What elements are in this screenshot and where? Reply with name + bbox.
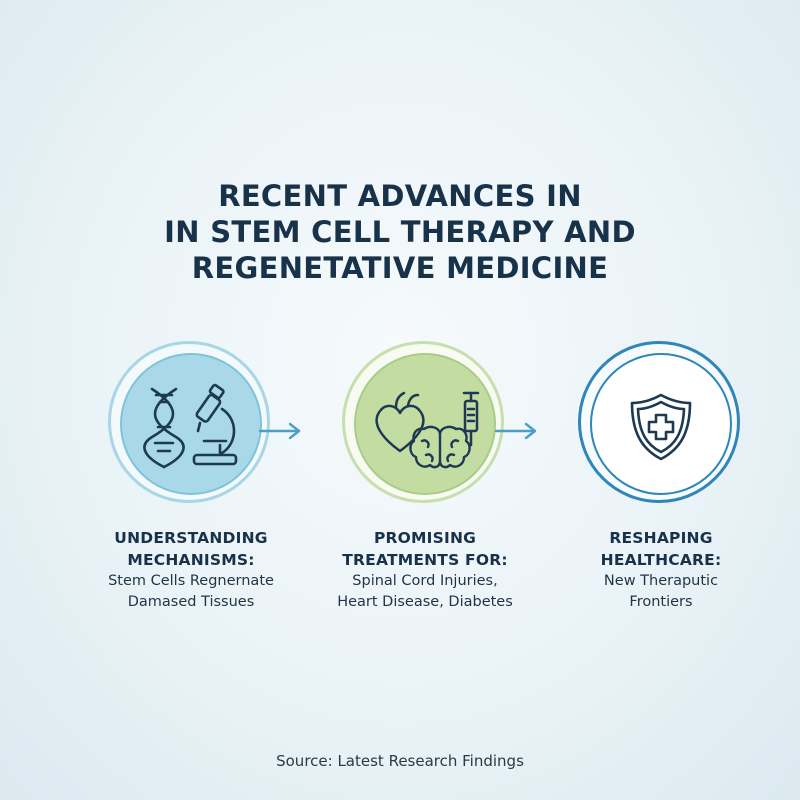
heart-icon — [375, 391, 425, 453]
shield-cross-icon — [630, 393, 692, 461]
step-3-circle — [578, 341, 740, 503]
step-2-label: PROMISING TREATMENTS FOR: Spinal Cord In… — [310, 527, 540, 613]
step-2-circle — [342, 341, 504, 503]
step-1-heading-line-2: MECHANISMS: — [127, 551, 255, 569]
source-note: Source: Latest Research Findings — [276, 752, 524, 770]
step-1-text-line-1: Stem Cells Regnernate — [108, 573, 274, 589]
step-2-text-line-2: Heart Disease, Diabetes — [337, 594, 513, 610]
step-3-label: RESHAPING HEALTHCARE: New Theraputic Fro… — [546, 527, 776, 613]
dna-icon — [143, 387, 185, 469]
syringe-icon — [462, 391, 480, 447]
step-2-text-line-1: Spinal Cord Injuries, — [352, 573, 498, 589]
step-2-heading-line-2: TREATMENTS FOR: — [342, 551, 508, 569]
step-3-text-line-2: Frontiers — [629, 594, 693, 610]
step-3-heading-line-1: RESHAPING — [609, 529, 713, 547]
arrow-right-icon — [258, 422, 301, 440]
step-1-label: UNDERSTANDING MECHANISMS: Stem Cells Reg… — [76, 527, 306, 613]
title-line-3: REGENETATIVE MEDICINE — [191, 251, 609, 285]
brain-icon — [409, 425, 471, 469]
page-title: RECENT ADVANCES IN IN STEM CELL THERAPY … — [0, 178, 800, 286]
step-3-text-line-1: New Theraputic — [603, 573, 719, 589]
step-1-text-line-2: Damased Tissues — [127, 594, 255, 610]
title-line-2: IN STEM CELL THERAPY AND — [164, 215, 636, 249]
title-line-1: RECENT ADVANCES IN — [218, 179, 582, 213]
step-1-circle — [108, 341, 270, 503]
arrow-right-icon — [494, 422, 537, 440]
step-3-heading-line-2: HEALTHCARE: — [600, 551, 722, 569]
step-2-heading-line-1: PROMISING — [373, 529, 477, 547]
step-1-heading-line-1: UNDERSTANDING — [114, 529, 268, 547]
microscope-icon — [192, 383, 238, 466]
